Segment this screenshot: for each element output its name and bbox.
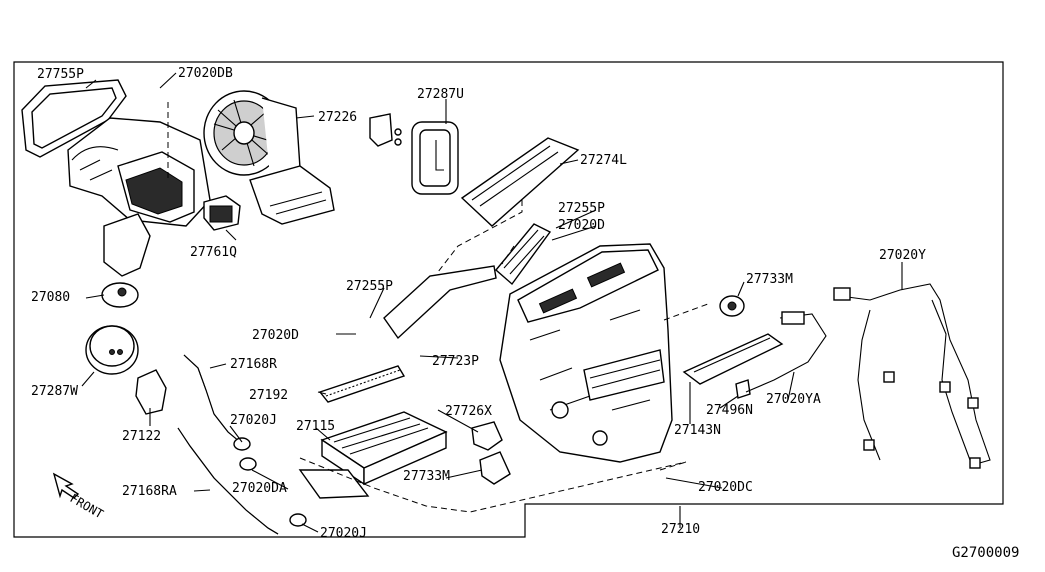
label-27755P: 27755P [37, 67, 84, 82]
label-27020Y: 27020Y [879, 248, 926, 263]
dashed-leader-lines [167, 102, 709, 513]
label-27168RA: 27168RA [122, 484, 177, 499]
label-27255P-b: 27255P [346, 279, 393, 294]
part-27287W-filter [85, 325, 139, 375]
diagram-id: G2700009 [952, 545, 1020, 561]
part-27255P-seal-a [495, 223, 552, 286]
part-27287U-filter [411, 121, 459, 195]
label-27020DA: 27020DA [232, 481, 287, 496]
part-27143N-resistor [682, 333, 784, 385]
label-27020D-a: 27020D [558, 218, 605, 233]
part-27210-hvac-unit [499, 243, 673, 463]
label-27226: 27226 [318, 110, 358, 125]
label-27496N: 27496N [706, 403, 753, 418]
part-27726X-actuator [471, 421, 503, 451]
part-blower-housing [67, 117, 241, 231]
label-27723P: 27723P [432, 354, 479, 369]
label-27143N: 27143N [674, 423, 721, 438]
label-27274L: 27274L [580, 153, 627, 168]
part-27496N-sensor [735, 379, 751, 399]
label-27020J-b: 27020J [320, 526, 367, 541]
label-27192: 27192 [249, 388, 289, 403]
label-27115: 27115 [296, 419, 336, 434]
label-27020D-b: 27020D [252, 328, 299, 343]
label-27733M-a: 27733M [403, 469, 450, 484]
label-27122: 27122 [122, 429, 162, 444]
part-duct-piece [249, 165, 335, 225]
front-arrow [52, 472, 80, 499]
part-27287U-valve [369, 113, 393, 147]
label-27020J-a: 27020J [230, 413, 277, 428]
label-27020YA: 27020YA [766, 392, 821, 407]
label-27210: 27210 [661, 522, 701, 537]
part-27755P-gasket [21, 79, 127, 158]
label-27168R: 27168R [230, 357, 277, 372]
part-27020Y-harness [833, 283, 991, 469]
label-leader-lines [81, 72, 903, 533]
part-27122-clip [135, 369, 167, 415]
part-27080-actuator [101, 213, 151, 308]
part-27733M-actuator-b [719, 295, 745, 317]
part-27020J-clamp-b [289, 513, 307, 527]
part-27274L-filter [460, 137, 580, 227]
label-27726X: 27726X [445, 404, 492, 419]
part-27020J-clamp-a [233, 437, 251, 451]
label-27020DB: 27020DB [178, 66, 233, 81]
label-27255P-a: 27255P [558, 201, 605, 216]
part-27020YA-harness [745, 313, 827, 393]
label-27761Q: 27761Q [190, 245, 237, 260]
label-27080: 27080 [31, 290, 71, 305]
part-bracket [298, 469, 370, 499]
part-27020DA-clamp [239, 457, 257, 471]
label-27287W: 27287W [31, 384, 78, 399]
label-27020DC: 27020DC [698, 480, 753, 495]
part-27226-blower-fan [203, 90, 301, 177]
label-27733M-b: 27733M [746, 272, 793, 287]
diagram-frame [13, 61, 1004, 538]
part-27255P-seal-b [383, 265, 497, 340]
part-27192-heater-core [318, 365, 406, 403]
part-27115-evaporator [320, 411, 448, 486]
label-27287U: 27287U [417, 87, 464, 102]
part-27733M-actuator-a [479, 451, 511, 485]
